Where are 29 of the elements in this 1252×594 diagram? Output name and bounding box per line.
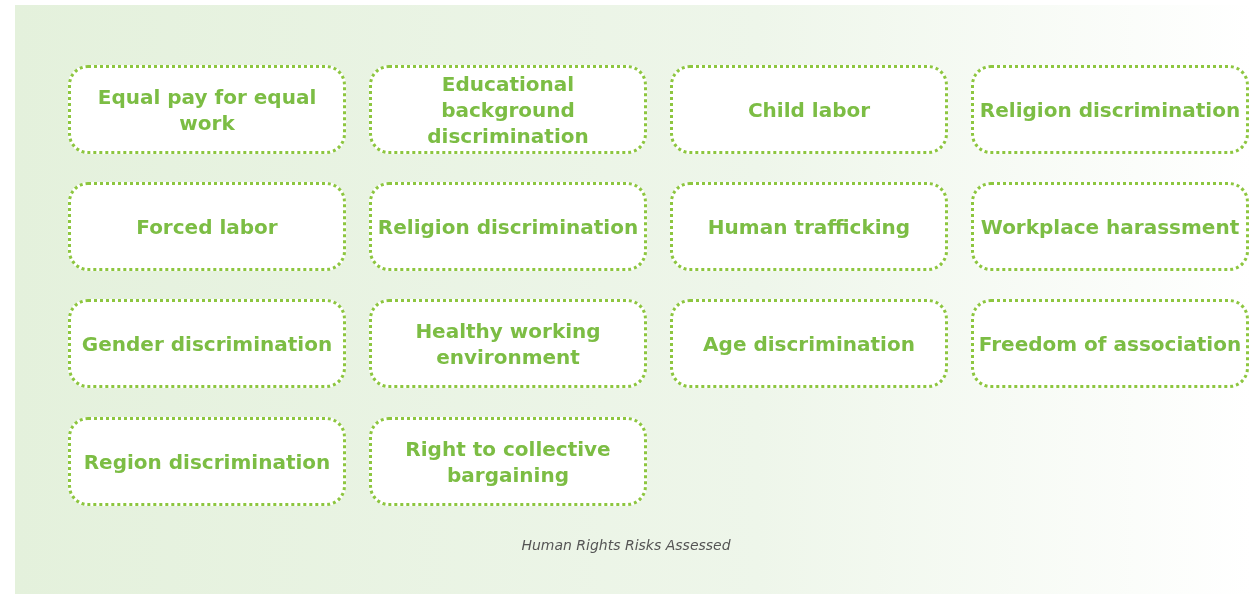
risk-box	[369, 65, 647, 154]
risk-box	[670, 182, 948, 271]
risk-label: Workplace harassment	[979, 213, 1241, 240]
risk-box	[68, 182, 346, 271]
risk-label: Age discrimination	[702, 330, 916, 357]
risk-label: Right to collective bargaining	[404, 435, 612, 488]
risk-label: Freedom of association	[977, 330, 1243, 357]
risk-box	[68, 299, 346, 388]
risk-label: Human trafficking	[706, 213, 912, 240]
risk-label: Region discrimination	[82, 448, 332, 475]
risk-box	[68, 65, 346, 154]
risk-label: Religion discrimination	[376, 213, 640, 240]
risk-label: Educational background discrimination	[426, 70, 590, 149]
caption: Human Rights Risks Assessed	[521, 537, 731, 553]
risk-box	[670, 65, 948, 154]
risk-box	[971, 65, 1249, 154]
risk-box	[670, 299, 948, 388]
risk-box	[369, 299, 647, 388]
risk-box	[68, 417, 346, 506]
risk-label: Religion discrimination	[978, 96, 1242, 123]
risk-label: Forced labor	[135, 213, 279, 240]
risk-box	[971, 182, 1249, 271]
risk-label: Gender discrimination	[80, 330, 334, 357]
risk-label: Equal pay for equal work	[96, 83, 318, 136]
risk-box	[369, 417, 647, 506]
risk-box	[369, 182, 647, 271]
risk-label: Child labor	[746, 96, 872, 123]
risk-label: Healthy working environment	[414, 317, 602, 370]
risk-box	[971, 299, 1249, 388]
